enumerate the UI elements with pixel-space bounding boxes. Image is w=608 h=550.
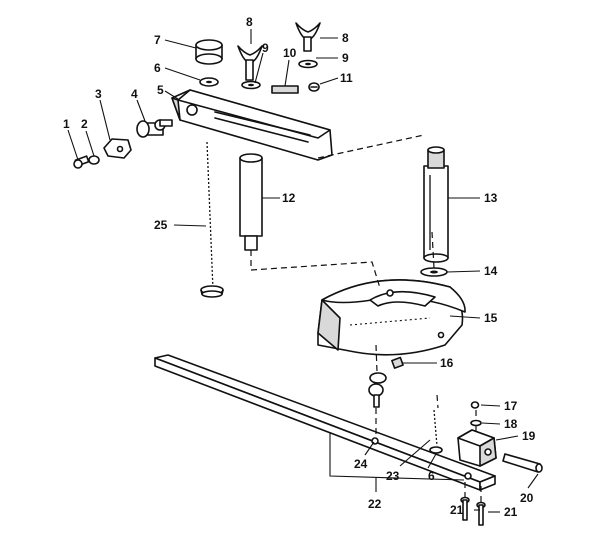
plunger-4 xyxy=(136,119,173,138)
washer-14 xyxy=(420,267,448,277)
spring-23 xyxy=(433,409,438,447)
assembly-lines xyxy=(250,134,482,503)
callout-10: 10 xyxy=(283,46,297,60)
callout-13: 13 xyxy=(484,191,498,205)
callout-6-bottom: 6 xyxy=(428,469,435,483)
stop-block-19 xyxy=(457,429,497,467)
callout-16: 16 xyxy=(440,356,454,370)
screw-16 xyxy=(391,356,404,369)
callout-9-right: 9 xyxy=(342,51,349,65)
callout-7: 7 xyxy=(154,33,161,47)
callout-3: 3 xyxy=(95,87,102,101)
washer-9-left xyxy=(241,80,261,90)
callout-21-left: 21 xyxy=(450,503,464,517)
washer-6-top xyxy=(199,77,219,87)
pin-20 xyxy=(502,453,543,473)
washer-2 xyxy=(88,155,100,165)
callout-24: 24 xyxy=(354,457,368,471)
washer-6-bottom xyxy=(429,446,443,454)
bracket-3 xyxy=(103,138,132,159)
screw-17 xyxy=(470,401,480,409)
screw-1 xyxy=(73,155,90,169)
wing-screw-8-right xyxy=(295,22,321,52)
pin-10 xyxy=(271,85,299,94)
callout-1: 1 xyxy=(63,117,70,131)
callout-4: 4 xyxy=(131,87,138,101)
callout-2: 2 xyxy=(81,117,88,131)
callout-20: 20 xyxy=(520,491,534,505)
threaded-rod-25 xyxy=(200,141,224,298)
callout-14: 14 xyxy=(484,264,498,278)
knob-7 xyxy=(195,39,223,65)
washer-9-right xyxy=(298,59,318,69)
clamp-arm xyxy=(171,89,333,161)
callout-19: 19 xyxy=(522,429,536,443)
screw-21-right xyxy=(476,501,486,526)
guide-bar xyxy=(154,354,496,491)
callout-21-right: 21 xyxy=(504,505,518,519)
callout-5: 5 xyxy=(157,83,164,97)
callout-labels: 1 2 3 4 5 6 7 8 9 10 8 9 11 12 13 14 15 … xyxy=(63,15,536,519)
callout-8-left: 8 xyxy=(246,15,253,29)
callout-23: 23 xyxy=(386,469,400,483)
miter-base xyxy=(317,279,466,356)
callout-18: 18 xyxy=(504,417,518,431)
leader-lines xyxy=(67,29,539,513)
washer-18 xyxy=(470,419,482,427)
callout-22: 22 xyxy=(368,497,382,511)
callout-25: 25 xyxy=(154,218,168,232)
plunger-24 xyxy=(368,372,387,408)
post-13 xyxy=(423,146,449,263)
callout-17: 17 xyxy=(504,399,518,413)
screw-11 xyxy=(308,82,320,92)
callout-8-right: 8 xyxy=(342,31,349,45)
wing-screw-8-left xyxy=(237,45,263,81)
callout-6-top: 6 xyxy=(154,61,161,75)
callout-11: 11 xyxy=(340,71,353,85)
callout-12: 12 xyxy=(282,191,296,205)
callout-15: 15 xyxy=(484,311,498,325)
post-12 xyxy=(239,153,263,251)
callout-9-left: 9 xyxy=(262,41,269,55)
